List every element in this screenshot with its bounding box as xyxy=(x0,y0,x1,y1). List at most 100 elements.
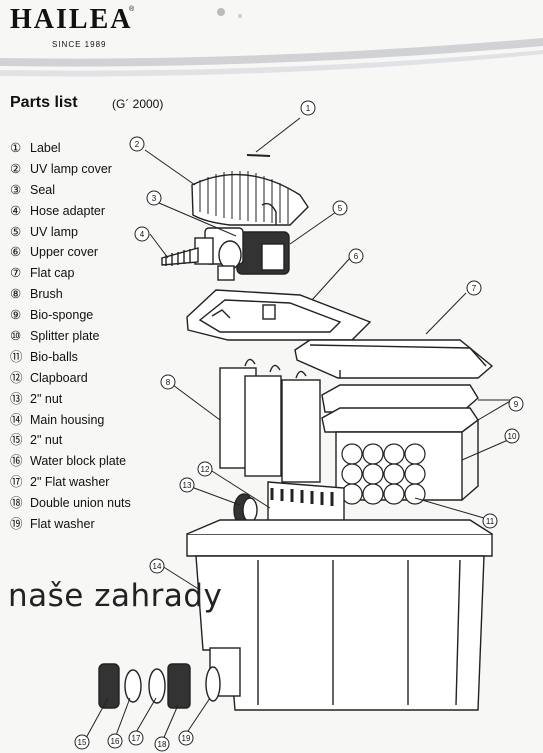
callout-circle xyxy=(146,190,162,206)
part-number: ③ xyxy=(10,182,22,197)
part-label: Double union nuts xyxy=(30,496,131,511)
callout-circle xyxy=(160,374,176,390)
callout-number: 13 xyxy=(183,481,192,490)
brushes xyxy=(219,358,321,483)
part-label: Label xyxy=(30,141,61,155)
part-label: Flat cap xyxy=(30,266,75,281)
callout-number: 14 xyxy=(153,562,162,571)
part-label: Water block plate xyxy=(30,454,127,469)
callout-circle xyxy=(332,200,348,216)
callout-number: 18 xyxy=(158,740,167,749)
callout-circle xyxy=(348,248,364,264)
callout-circle xyxy=(74,734,90,750)
part-number: ⑨ xyxy=(10,308,22,323)
part-label: Upper cover xyxy=(30,245,99,260)
callout-circle xyxy=(178,730,194,746)
uv-lamp-cover xyxy=(191,171,309,226)
parts-list-item: ⑦ Flat cap xyxy=(10,263,131,284)
callout-circle xyxy=(482,513,498,529)
page-title: Parts list xyxy=(10,94,78,111)
callout-number: 16 xyxy=(111,737,120,746)
hailea-logo: HAILEA ® SINCE 1989 xyxy=(10,4,135,54)
part-label: 2" Flat washer xyxy=(30,475,110,490)
part-number: ⑫ xyxy=(10,370,23,385)
part-number: ⑦ xyxy=(10,266,22,281)
callout-circle xyxy=(508,396,524,412)
part-label: Seal xyxy=(30,182,56,197)
flat-cap xyxy=(294,339,494,379)
label-part xyxy=(246,154,271,157)
parts-list-item: ⑭ Main housing xyxy=(10,410,131,431)
parts-list-item: ⑲ Flat washer xyxy=(10,514,131,535)
callout-circle xyxy=(504,428,520,444)
parts-list-item: ⑤ UV lamp xyxy=(10,222,131,243)
main-housing xyxy=(186,519,493,711)
part-number: ⑥ xyxy=(10,245,22,260)
since-text: SINCE 1989 xyxy=(52,40,107,49)
uv-lamp-unit xyxy=(161,227,290,281)
upper-cover xyxy=(186,289,372,341)
callout-circle xyxy=(197,461,213,477)
part-label: UV lamp xyxy=(30,224,78,239)
part-number: ⑮ xyxy=(10,433,23,448)
parts-list-item: ⑫ Clapboard xyxy=(10,368,131,389)
part-number: ⑲ xyxy=(10,517,23,532)
part-label: Flat washer xyxy=(30,517,95,532)
part-number: ⑰ xyxy=(10,475,23,490)
fittings xyxy=(98,663,221,709)
parts-list-item: ⑬ 2" nut xyxy=(10,389,131,410)
part-label: UV lamp cover xyxy=(30,161,112,176)
part-label: Splitter plate xyxy=(30,329,100,344)
registered-mark: ® xyxy=(129,6,135,13)
callout-number: 7 xyxy=(472,284,477,293)
callout-number: 3 xyxy=(152,194,157,203)
callout-circle xyxy=(107,733,123,749)
callout-number: 19 xyxy=(182,734,191,743)
parts-list-item: ⑨ Bio-sponge xyxy=(10,305,131,326)
callout-number: 17 xyxy=(132,734,141,743)
callout-circle xyxy=(179,477,195,493)
part-number: ⑤ xyxy=(10,224,22,239)
callout-circle xyxy=(149,558,165,574)
part-number: ⑬ xyxy=(10,391,23,406)
callout-number: 5 xyxy=(338,204,343,213)
part-number: ② xyxy=(10,161,22,176)
part-label: 2" nut xyxy=(30,391,63,406)
brand-name: HAILEA xyxy=(10,4,133,35)
splitter-plates xyxy=(321,384,479,433)
parts-list-item: ⑩ Splitter plate xyxy=(10,326,131,347)
part-label: 2" nut xyxy=(30,433,63,448)
part-label: Clapboard xyxy=(30,370,88,385)
callout-circle xyxy=(134,226,150,242)
part-label: Bio-balls xyxy=(30,349,78,364)
parts-list-item: ② UV lamp cover xyxy=(10,159,131,180)
part-label: Main housing xyxy=(30,412,105,427)
part-number: ④ xyxy=(10,203,22,218)
callout-circle xyxy=(129,136,145,152)
part-number: ⑭ xyxy=(10,412,23,427)
callout-number: 8 xyxy=(166,378,171,387)
callout-number: 15 xyxy=(78,738,87,747)
callout-number: 9 xyxy=(514,400,519,409)
leader-lines xyxy=(85,117,513,743)
part-label: Bio-sponge xyxy=(30,308,94,323)
callout-circle xyxy=(300,100,316,116)
parts-list-item: ③ Seal xyxy=(10,180,131,201)
part-number: ⑩ xyxy=(10,329,22,344)
part-label: Brush xyxy=(30,287,63,302)
model-number: (G´ 2000) xyxy=(112,97,164,111)
parts-list-item: ⑪ Bio-balls xyxy=(10,347,131,368)
parts-list-item: ⑥ Upper cover xyxy=(10,242,131,263)
callout-number: 2 xyxy=(135,140,140,149)
callout-number: 6 xyxy=(354,252,359,261)
part-number: ⑧ xyxy=(10,287,22,302)
callout-number: 4 xyxy=(140,230,145,239)
part-number: ⑪ xyxy=(10,349,23,364)
callout-circle xyxy=(466,280,482,296)
callout-number: 12 xyxy=(201,465,210,474)
callout-circle xyxy=(154,736,170,752)
